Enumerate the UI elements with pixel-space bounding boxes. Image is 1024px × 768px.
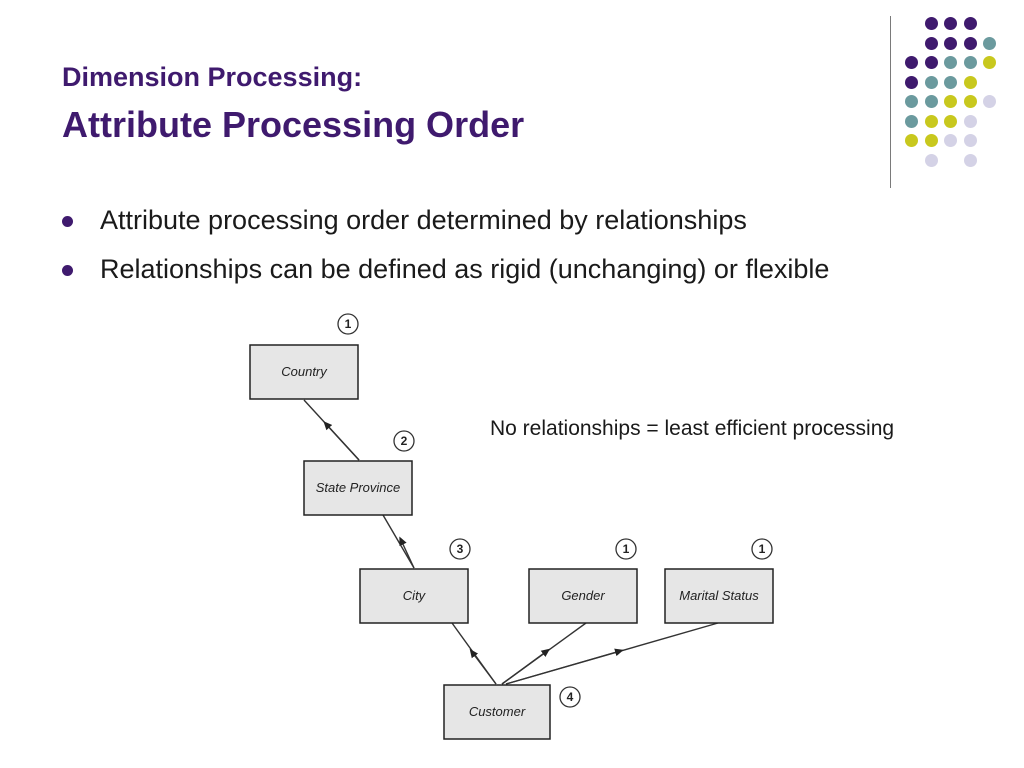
node-label: Customer [469, 704, 526, 719]
decorative-dot [944, 134, 957, 147]
decorative-dot [963, 17, 977, 30]
order-number: 4 [567, 690, 574, 704]
node-box [664, 568, 774, 624]
decorative-dot [963, 75, 977, 89]
node-country: Country 1 [249, 313, 359, 400]
title-line-1: Dimension Processing: [62, 62, 363, 92]
edge-arrow [505, 648, 624, 685]
decorative-dot [944, 56, 957, 69]
title-divider [890, 16, 891, 188]
node-state-province: State Province 2 [303, 430, 415, 516]
edge-city-to-state [382, 514, 415, 569]
decorative-dot [924, 153, 938, 167]
order-number: 3 [457, 542, 464, 556]
decorative-dot [924, 56, 938, 69]
node-box [249, 344, 359, 400]
edge-arrow [469, 648, 497, 685]
node-city: City 3 [359, 538, 471, 624]
node-box [528, 568, 638, 624]
bullet-icon [62, 265, 73, 276]
decorative-dot [983, 95, 996, 108]
node-label: Marital Status [679, 588, 759, 603]
node-label: State Province [316, 480, 401, 495]
decorative-dot [983, 36, 996, 50]
decorative-dot [963, 36, 977, 50]
decorative-dot [944, 36, 957, 50]
decorative-dot [924, 95, 938, 108]
edge-arrow [501, 648, 551, 685]
order-number: 2 [401, 434, 408, 448]
decorative-dot [905, 75, 918, 89]
node-box [303, 460, 413, 516]
bullet-icon [62, 216, 73, 227]
decorative-dot [944, 75, 957, 89]
decorative-dot [963, 134, 977, 147]
decorative-dot [905, 114, 918, 128]
decorative-dot [963, 114, 977, 128]
decorative-dot [944, 17, 957, 30]
decorative-dot [924, 75, 938, 89]
node-label: Country [281, 364, 328, 379]
bullet-item: Attribute processing order determined by… [62, 200, 942, 241]
order-number: 1 [345, 317, 352, 331]
decorative-dot [905, 134, 918, 147]
decorative-dot [983, 56, 996, 69]
order-number: 1 [759, 542, 766, 556]
bullet-item: Relationships can be defined as rigid (u… [62, 249, 942, 290]
decorative-dot [924, 17, 938, 30]
node-label: City [403, 588, 427, 603]
edge-arrow [323, 421, 360, 461]
node-box [443, 684, 551, 740]
decorative-dot [963, 95, 977, 108]
title-line-2: Attribute Processing Order [62, 104, 525, 145]
order-badge-icon [337, 313, 359, 335]
bullet-list: Attribute processing order determined by… [62, 200, 942, 298]
order-badge-icon [559, 686, 581, 708]
edge-arrow [399, 536, 415, 569]
decorative-dot-grid [905, 10, 1015, 170]
order-badge-icon [751, 538, 773, 560]
decorative-dot [944, 95, 957, 108]
diagram-note: No relationships = least efficient proce… [490, 417, 895, 440]
decorative-dot [924, 114, 938, 128]
decorative-dot [963, 56, 977, 69]
order-badge-icon [393, 430, 415, 452]
bullet-text: Attribute processing order determined by… [100, 205, 747, 235]
order-badge-icon [449, 538, 471, 560]
node-box [359, 568, 469, 624]
bullet-text: Relationships can be defined as rigid (u… [100, 254, 830, 284]
decorative-dot [924, 134, 938, 147]
order-number: 1 [623, 542, 630, 556]
node-gender: Gender 1 [528, 538, 638, 624]
node-marital-status: Marital Status 1 [664, 538, 774, 624]
decorative-dot [963, 153, 977, 167]
decorative-dot [905, 56, 918, 69]
decorative-dot [924, 36, 938, 50]
decorative-dot [944, 114, 957, 128]
decorative-dot [905, 95, 918, 108]
order-badge-icon [615, 538, 637, 560]
node-customer: Customer 4 [443, 684, 581, 740]
node-label: Gender [561, 588, 605, 603]
relationship-edges [303, 399, 719, 685]
